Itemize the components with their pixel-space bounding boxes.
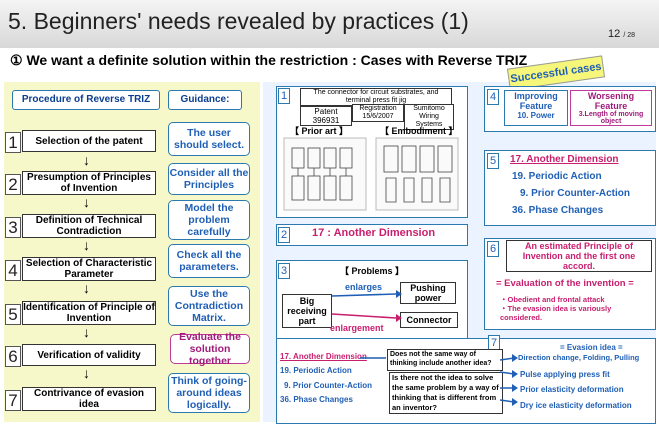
box-number: 1	[278, 88, 290, 104]
guide-step-6: Evaluate the solution together	[170, 331, 250, 367]
principle-item: 17. Another Dimension	[510, 154, 619, 165]
connector-box: Connector	[400, 312, 458, 328]
principle-box	[276, 224, 468, 246]
arrow-down-icon: ↓	[83, 152, 90, 168]
guide-step-2: Consider all the Principles	[168, 163, 250, 195]
evaluation-title: = Evaluation of the invention =	[496, 278, 634, 289]
step-number: 6	[5, 346, 21, 367]
evasion-title: = Evasion idea =	[560, 343, 623, 352]
improving-label: Improving Feature	[514, 91, 558, 111]
evaluation-bullet: ・The evasion idea is variously considere…	[500, 304, 612, 322]
evasion-idea: Dry ice elasticity deformation	[520, 401, 632, 410]
step-selection-patent: Selection of the patent	[22, 130, 156, 152]
box-number: 4	[487, 89, 499, 105]
worsening-value: 3.Length of moving object	[578, 111, 644, 125]
patent-registration: Registration 15/6/2007	[352, 104, 404, 122]
evasion-principle: 9. Prior Counter-Action	[284, 381, 373, 390]
step-number: 3	[5, 217, 21, 238]
arrow-down-icon: ↓	[83, 194, 90, 210]
procedure-header: Procedure of Reverse TRIZ	[12, 90, 160, 110]
principle-text: 17 : Another Dimension	[312, 227, 436, 239]
arrow-down-icon: ↓	[83, 237, 90, 253]
evasion-principle: 36. Phase Changes	[280, 395, 353, 404]
step-contrivance: Contrivance of evasion idea	[22, 387, 156, 411]
step-definition: Definition of Technical Contradiction	[22, 214, 156, 238]
patent-company: Sumitomo Wiring Systems	[404, 104, 454, 130]
question-2: Is there not the idea to solve the same …	[389, 372, 503, 414]
evaluation-bullet: ・Obedient and frontal attack	[500, 295, 605, 304]
step-presumption: Presumption of Principles of Invention	[22, 171, 156, 195]
guidance-header: Guidance:	[168, 90, 242, 110]
problems-title: 【 Problems 】	[340, 266, 405, 276]
slide-subtitle: ① We want a definite solution within the…	[10, 52, 528, 68]
principle-item: 9. Prior Counter-Action	[520, 188, 631, 199]
step-identification: Identification of Principle of Invention	[22, 301, 156, 325]
enlarges-label: enlarges	[345, 282, 383, 292]
step-number: 1	[5, 132, 21, 153]
step-verification: Verification of validity	[22, 344, 156, 366]
evasion-principle: 17. Another Dimension	[280, 352, 367, 361]
principle-item: 19. Periodic Action	[512, 171, 602, 182]
box-number: 6	[487, 241, 499, 257]
pushing-power: Pushing power	[400, 282, 456, 304]
step-number: 4	[5, 260, 21, 281]
evasion-idea: Direction change, Folding, Pulling	[518, 353, 640, 362]
evasion-principle: 19. Periodic Action	[280, 366, 352, 375]
guide-step-3: Model the problem carefully	[168, 200, 250, 240]
patent-number: Patent 396931	[300, 106, 352, 126]
step-number: 7	[5, 390, 21, 411]
evasion-idea: Pulse applying press fit	[520, 370, 610, 379]
principle-item: 36. Phase Changes	[512, 205, 604, 216]
worsening-box: Worsening Feature 3.Length of moving obj…	[570, 90, 652, 126]
embodiment-label: 【 Embodiment 】	[380, 126, 458, 136]
arrow-down-icon: ↓	[83, 365, 90, 381]
step-number: 5	[5, 304, 21, 325]
title-bar	[0, 0, 659, 48]
question-1: Does not the same way of thinking includ…	[387, 349, 503, 371]
arrow-down-icon: ↓	[83, 280, 90, 296]
relation-arrows	[331, 290, 402, 322]
principle-accord: An estimated Principle of Invention and …	[506, 240, 652, 272]
step-selection-parameter: Selection of Characteristic Parameter	[22, 257, 156, 281]
enlargement-label: enlargement	[330, 323, 384, 333]
box-number: 3	[278, 263, 290, 279]
patent-drawings-image	[283, 137, 459, 211]
guide-step-5: Use the Contradiction Matrix.	[168, 286, 250, 326]
improving-value: 10. Power	[517, 111, 555, 120]
slide-title: 5. Beginners' needs revealed by practice…	[8, 8, 469, 34]
arrow-down-icon: ↓	[83, 324, 90, 340]
box-number: 5	[487, 153, 499, 169]
prior-art-label: 【 Prior art 】	[290, 126, 349, 136]
guide-step-4: Check all the parameters.	[168, 244, 250, 278]
worsening-label: Worsening Feature	[587, 91, 635, 111]
evasion-idea: Prior elasticity deformation	[520, 385, 624, 394]
principles-box	[484, 150, 656, 226]
guide-step-1: The user should select.	[168, 122, 250, 156]
step-number: 2	[5, 174, 21, 195]
big-receiving-part: Big receiving part	[282, 294, 332, 328]
page-current: 12	[608, 28, 621, 40]
guide-step-7: Think of going-around ideas logically.	[168, 373, 250, 413]
evasion-arrows	[360, 354, 518, 406]
page-number: 12 / 28	[608, 28, 635, 40]
box-number: 2	[278, 227, 290, 243]
improving-box: Improving Feature 10. Power	[504, 90, 568, 126]
page-total: / 28	[623, 32, 635, 39]
